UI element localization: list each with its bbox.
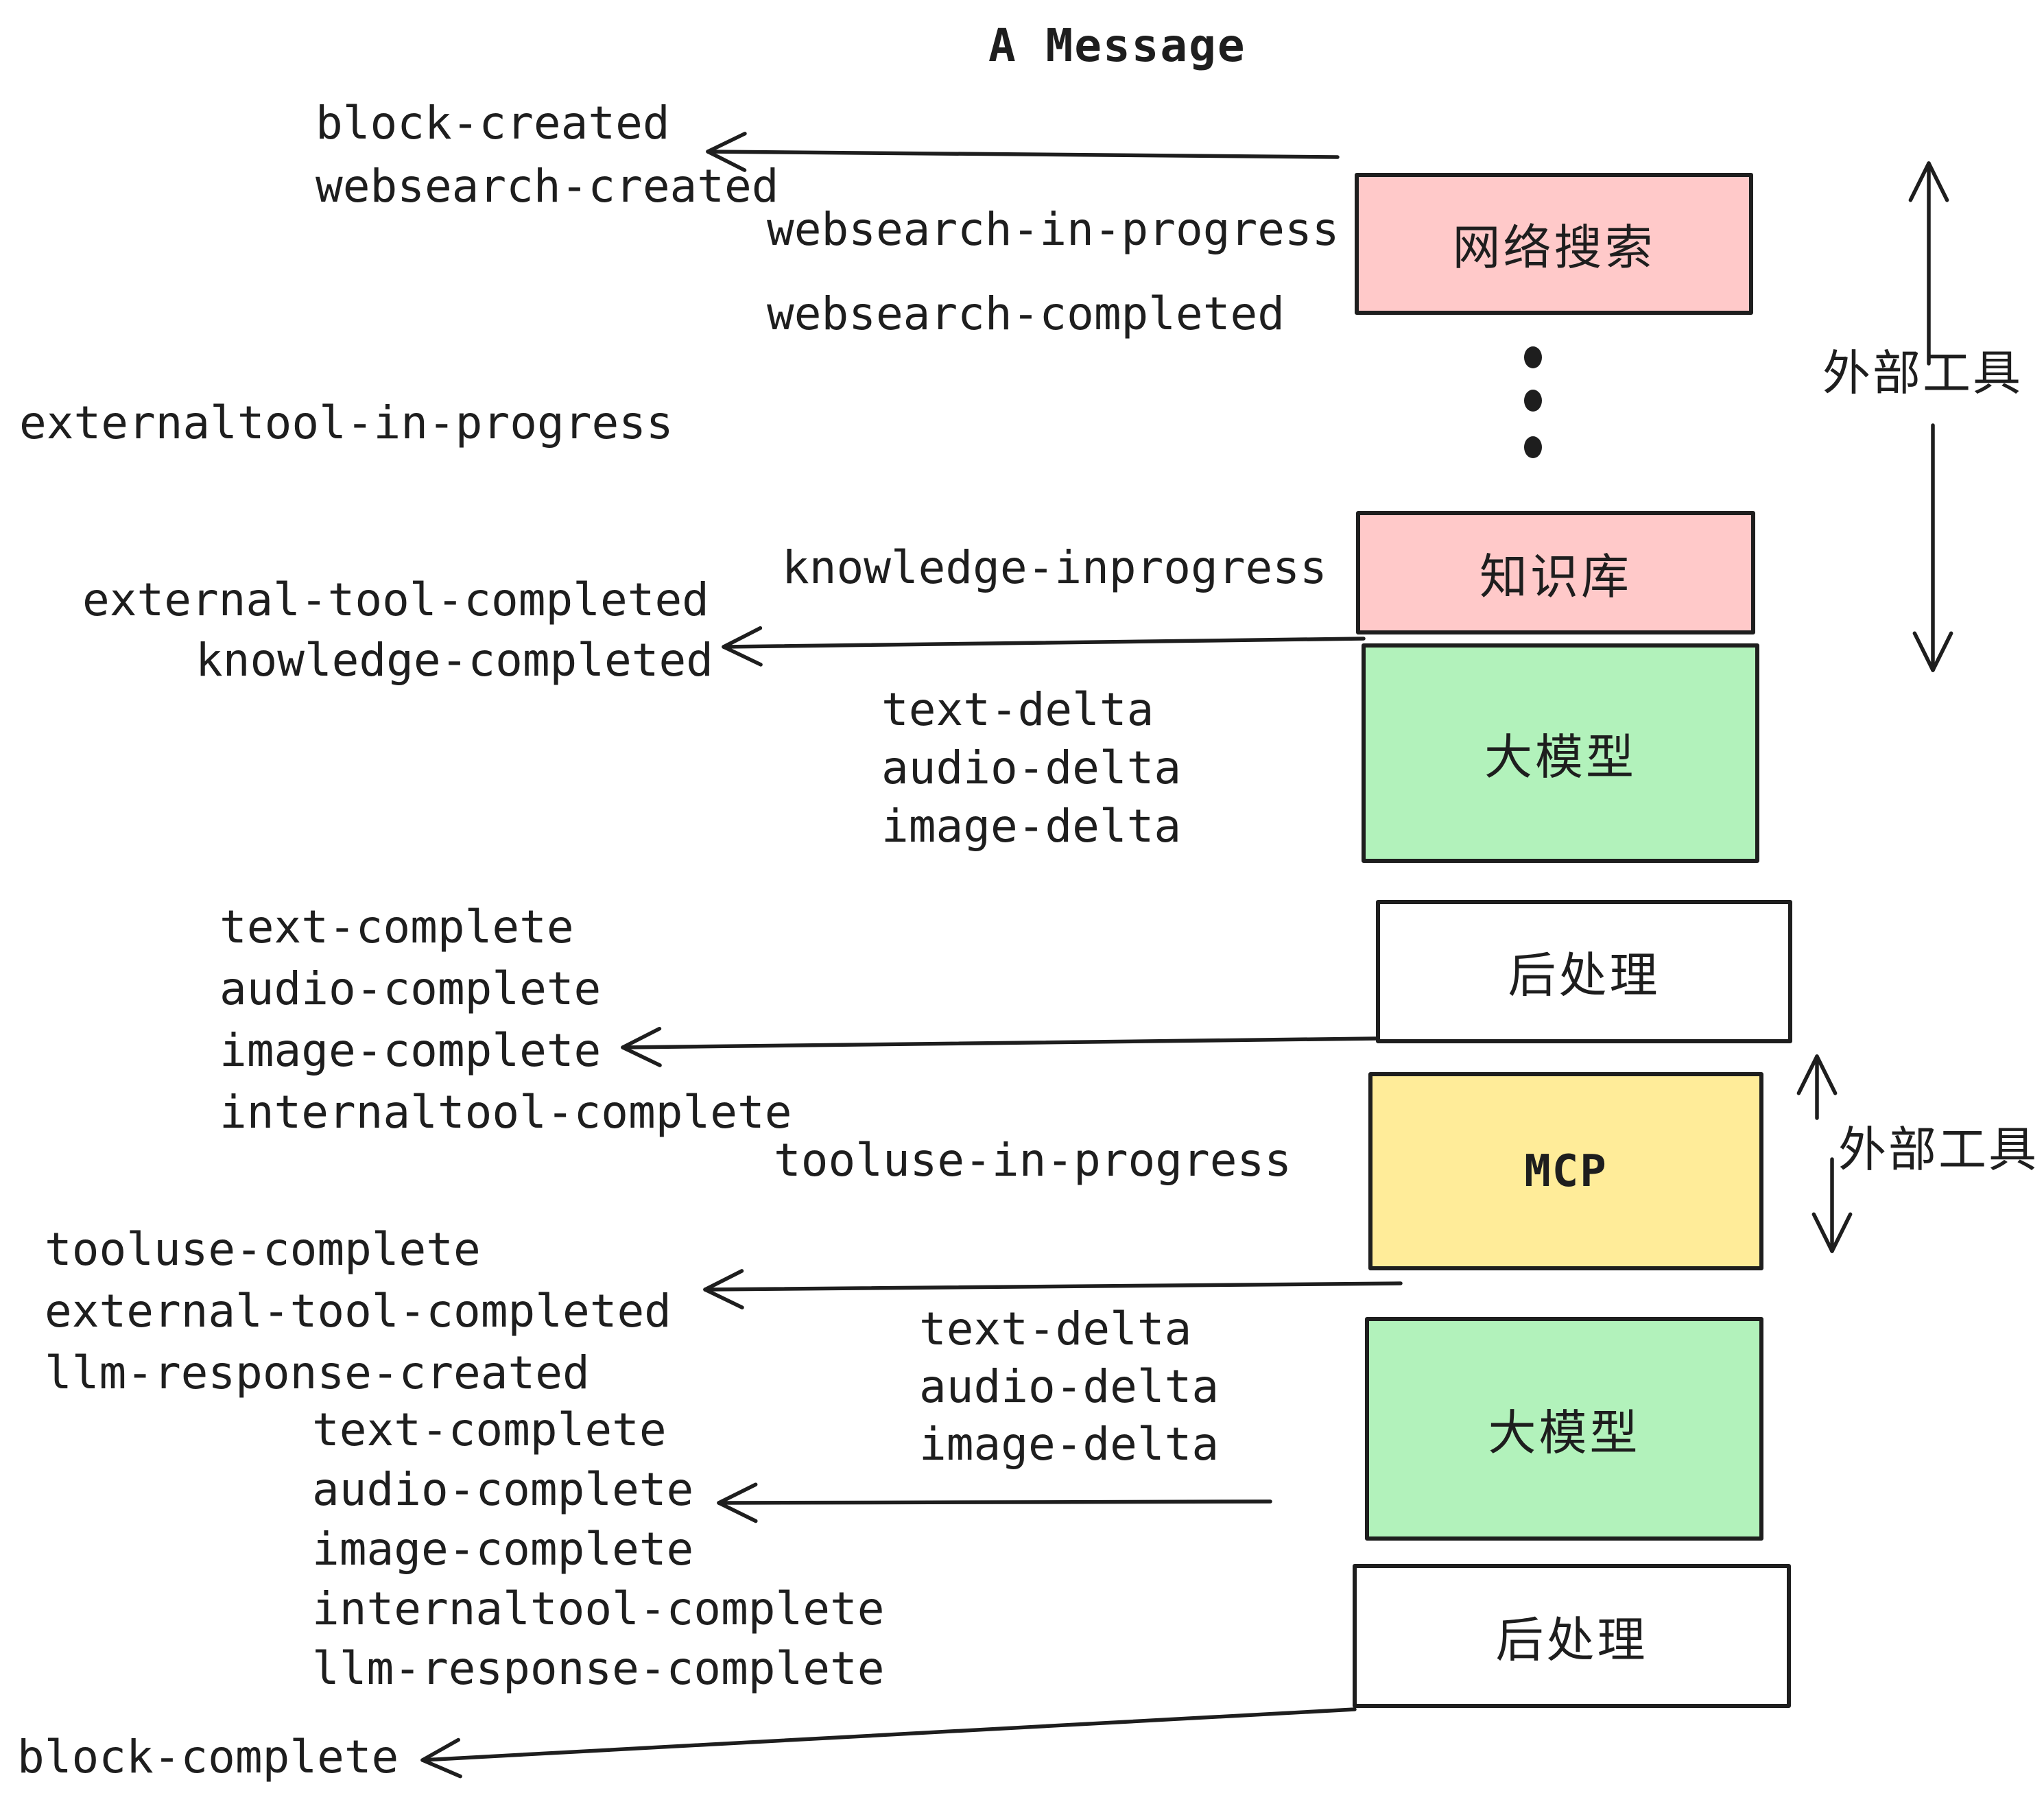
arrow-llm-to-knowledge-completed xyxy=(722,637,1366,649)
event-label-llm-response-complete: llm-response-complete xyxy=(312,1642,885,1695)
node-box-label: 大模型 xyxy=(1484,728,1637,785)
arrow-llm2-to-audio-complete-head xyxy=(717,1482,758,1505)
arrow-mcp-to-tooluse-complete xyxy=(703,1281,1403,1292)
event-label-llm-response-created: llm-response-created xyxy=(45,1346,590,1399)
external-tools-2-up-arrow-head xyxy=(1815,1054,1838,1095)
arrow-llm-to-knowledge-completed-head xyxy=(722,645,763,667)
event-label-image-delta: image-delta xyxy=(919,1418,1220,1471)
arrow-post-to-image-complete-head xyxy=(621,1026,662,1049)
event-label-block-created: block-created xyxy=(316,97,670,150)
arrow-websearch-to-created xyxy=(706,150,1340,159)
event-label-audio-complete: audio-complete xyxy=(219,962,602,1015)
arrow-post-to-image-complete-head xyxy=(621,1045,662,1067)
side-label-external-tools-1: 外部工具 xyxy=(1822,345,2023,401)
arrow-post2-to-block-complete-head xyxy=(420,1758,462,1779)
event-label-external-tool-completed: external-tool-completed xyxy=(82,573,709,626)
external-tools-2-down-arrow-head xyxy=(1811,1212,1834,1253)
event-label-websearch-in-progress: websearch-in-progress xyxy=(767,203,1340,256)
node-box-label: 大模型 xyxy=(1488,1404,1641,1461)
external-tools-1-down-arrow-head xyxy=(1912,631,1935,672)
event-label-websearch-completed: websearch-completed xyxy=(767,287,1285,340)
node-box-label: 后处理 xyxy=(1508,947,1661,1004)
arrow-llm2-to-audio-complete xyxy=(717,1499,1272,1505)
event-label-external-tool-completed: external-tool-completed xyxy=(45,1285,672,1338)
arrow-post-to-image-complete xyxy=(621,1036,1378,1049)
event-label-audio-delta: audio-delta xyxy=(881,741,1182,794)
event-label-text-complete: text-complete xyxy=(219,901,574,953)
node-box-知识库: 知识库 xyxy=(1356,511,1755,634)
event-label-audio-complete: audio-complete xyxy=(312,1463,694,1516)
node-box-label: MCP xyxy=(1524,1146,1608,1197)
vertical-ellipsis-dot xyxy=(1524,390,1542,412)
event-label-externaltool-in-progress: externaltool-in-progress xyxy=(19,396,674,449)
event-label-tooluse-in-progress: tooluse-in-progress xyxy=(774,1134,1292,1187)
node-box-label: 知识库 xyxy=(1479,548,1632,605)
event-label-text-delta: text-delta xyxy=(881,683,1154,736)
external-tools-1-down-arrow-head xyxy=(1931,631,1953,672)
node-box-后处理: 后处理 xyxy=(1353,1564,1791,1708)
event-label-knowledge-completed: knowledge-completed xyxy=(195,634,713,687)
node-box-大模型: 大模型 xyxy=(1362,643,1759,863)
external-tools-1-up-arrow-head xyxy=(1927,161,1949,202)
event-label-tooluse-complete: tooluse-complete xyxy=(45,1223,481,1276)
arrow-mcp-to-tooluse-complete-head xyxy=(703,1269,744,1292)
node-box-label: 网络搜索 xyxy=(1452,219,1656,276)
node-box-网络搜索: 网络搜索 xyxy=(1355,173,1753,315)
arrow-post2-to-block-complete-head xyxy=(420,1737,460,1762)
event-label-websearch-created: websearch-created xyxy=(316,160,779,213)
node-box-大模型: 大模型 xyxy=(1365,1317,1763,1541)
external-tools-2-up-arrow-head xyxy=(1796,1054,1819,1095)
arrow-websearch-to-created-head xyxy=(706,132,747,154)
diagram-title: A Message xyxy=(988,19,1246,72)
event-label-image-complete: image-complete xyxy=(219,1024,602,1077)
arrow-mcp-to-tooluse-complete-head xyxy=(703,1287,744,1309)
node-box-MCP: MCP xyxy=(1368,1072,1763,1270)
arrow-post2-to-block-complete xyxy=(420,1707,1357,1762)
external-tools-2-down-arrow-head xyxy=(1830,1212,1853,1253)
event-label-audio-delta: audio-delta xyxy=(919,1360,1220,1413)
external-tools-1-up-arrow-head xyxy=(1908,161,1931,202)
event-label-image-delta: image-delta xyxy=(881,800,1182,853)
arrow-llm-to-knowledge-completed-head xyxy=(722,626,763,649)
event-label-text-delta: text-delta xyxy=(919,1303,1192,1355)
event-label-internaltool-complete: internaltool-complete xyxy=(312,1582,885,1635)
side-label-external-tools-2: 外部工具 xyxy=(1838,1121,2039,1178)
event-label-image-complete: image-complete xyxy=(312,1523,694,1576)
node-box-后处理: 后处理 xyxy=(1376,900,1792,1043)
vertical-ellipsis-dot xyxy=(1524,436,1542,458)
vertical-ellipsis-dot xyxy=(1524,346,1542,368)
node-box-label: 后处理 xyxy=(1495,1611,1648,1668)
event-label-text-complete: text-complete xyxy=(312,1403,667,1456)
event-label-knowledge-inprogress: knowledge-inprogress xyxy=(782,541,1327,594)
arrow-websearch-to-created-head xyxy=(706,150,747,172)
arrow-llm2-to-audio-complete-head xyxy=(717,1501,758,1523)
event-label-internaltool-complete: internaltool-complete xyxy=(219,1086,792,1139)
event-label-block-complete: block-complete xyxy=(17,1731,399,1783)
